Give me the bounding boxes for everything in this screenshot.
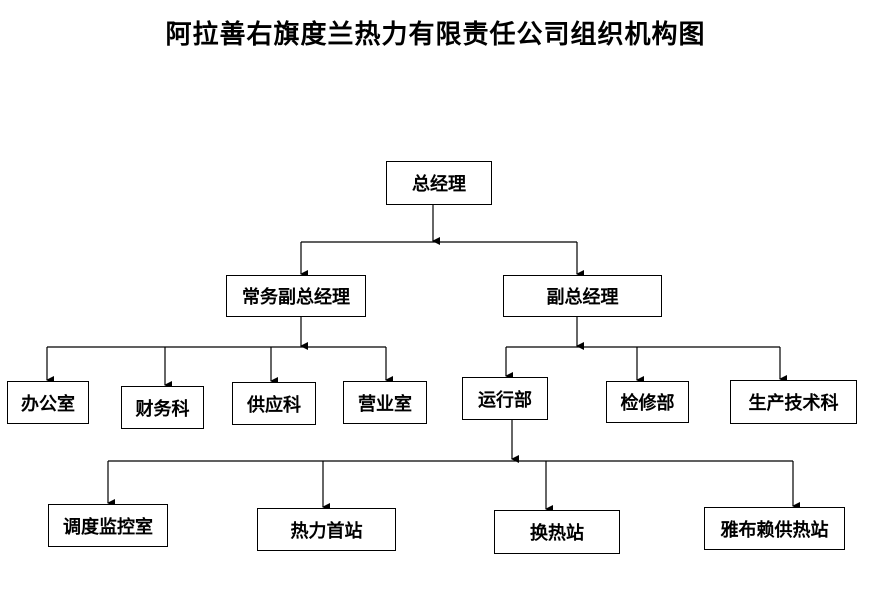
node-production-tech: 生产技术科 (730, 380, 857, 424)
node-yabulai-station: 雅布赖供热站 (704, 507, 845, 550)
node-business: 营业室 (343, 381, 427, 424)
node-general-manager: 总经理 (386, 161, 492, 205)
node-deputy: 副总经理 (503, 275, 662, 317)
node-exchange-station: 换热站 (494, 510, 620, 554)
node-supply: 供应科 (232, 382, 316, 425)
node-finance: 财务科 (121, 386, 204, 429)
chart-title: 阿拉善右旗度兰热力有限责任公司组织机构图 (165, 20, 706, 50)
node-primary-station: 热力首站 (257, 508, 396, 551)
node-operations: 运行部 (462, 377, 548, 420)
node-dispatch: 调度监控室 (48, 504, 168, 547)
node-maintenance: 检修部 (606, 381, 689, 423)
node-office: 办公室 (7, 381, 89, 424)
node-executive-deputy: 常务副总经理 (226, 275, 366, 317)
